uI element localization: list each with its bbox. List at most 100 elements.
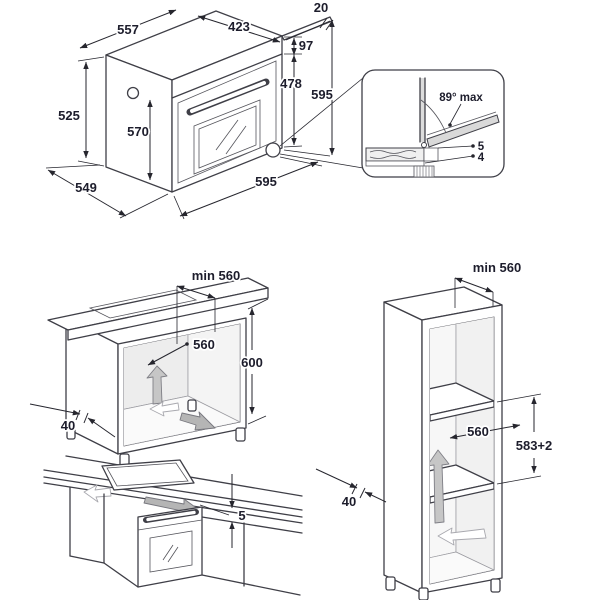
oven-front-face (171, 35, 283, 193)
dim-line-40 (364, 491, 387, 503)
under-counter-line (201, 516, 303, 534)
gap4-dot (471, 154, 475, 158)
dim-560-dot (185, 342, 189, 346)
dim-niche-width: 560 (467, 424, 489, 439)
hob-inner (106, 462, 189, 487)
glass-shine (225, 125, 247, 155)
dim-line-560 (147, 343, 188, 366)
opening-angle-arc (420, 99, 447, 134)
ext-525-top (77, 56, 105, 62)
cabinet-base-line (201, 574, 301, 596)
ext-595b (279, 156, 323, 167)
dim-line-40 (87, 417, 116, 438)
dim-trim-gap: 20 (314, 0, 328, 15)
control-panel-line (171, 53, 283, 99)
worktop-front-edge (43, 469, 303, 511)
airflow-curve-arrow (437, 527, 487, 546)
dim-line-423 (197, 15, 281, 43)
worktop-thickness-line (43, 476, 303, 518)
ext-549 (119, 193, 169, 219)
wood-grain (369, 150, 417, 154)
wood-grain (369, 155, 417, 159)
open-door-face-line (426, 111, 497, 136)
dim-line-min560 (454, 277, 494, 293)
glass-shine (215, 119, 239, 151)
cabinet-base-line (69, 555, 105, 564)
gap5-dot (471, 144, 475, 148)
glass-shine (162, 544, 174, 561)
cabinet-panel-section (413, 165, 435, 178)
dim-line-min560 (176, 285, 216, 299)
dim-panel-height: 97 (299, 38, 313, 53)
dim-niche-height: 600 (241, 355, 263, 370)
worktop-gap-view: 5 (43, 455, 303, 596)
dim-line-549 (47, 169, 127, 217)
control-panel-line (137, 519, 203, 531)
worktop-section (365, 147, 425, 162)
tick-40 (359, 487, 366, 499)
ext-583-top (496, 393, 542, 403)
ext-600-bottom (247, 415, 267, 425)
worktop-front-edge (67, 287, 269, 341)
gap-leader (199, 504, 230, 516)
door-hinge-point (265, 142, 281, 158)
interior-floor (124, 395, 240, 446)
dim-line-595-bottom (179, 161, 319, 217)
panel-hatch (416, 166, 433, 177)
callout-leader (279, 153, 364, 169)
oven-door-outline (177, 60, 277, 184)
worktop-edge-strip (365, 160, 425, 167)
dim-gap-top: 5 (478, 141, 485, 153)
gap4-leader (424, 155, 474, 164)
dim-side-front-height: 570 (127, 124, 149, 139)
cabinet-base-line (103, 562, 139, 588)
door-window (149, 530, 193, 573)
hinge-pivot (421, 142, 427, 148)
dim-door-height: 478 (280, 76, 302, 91)
base-cabinet-view: min 560 560 600 40 (29, 266, 269, 468)
gap5-leader (437, 145, 474, 149)
dim-line-40 (315, 468, 358, 489)
dim-side-height: 525 (58, 108, 80, 123)
tall-interior (430, 317, 494, 584)
oven-isometric-view: 557 423 20 97 478 595 525 570 549 595 (45, 0, 364, 220)
glass-shine (167, 546, 179, 563)
dim-top-width: 557 (117, 22, 139, 37)
dim-front-width: 595 (255, 174, 277, 189)
dim-top-depth: 423 (228, 19, 250, 34)
oven-top-trim (281, 16, 333, 41)
tick-40 (83, 412, 89, 424)
dim-bottom-depth: 549 (75, 180, 97, 195)
ext-600-top (247, 298, 269, 310)
tick-40 (75, 409, 81, 421)
airflow-up-arrow (146, 365, 168, 405)
tick-20 (319, 17, 328, 29)
dim-gap-bottom: 4 (478, 152, 485, 164)
oven-handle-inner (190, 81, 266, 113)
oven-front (137, 506, 203, 588)
ext-549 (45, 164, 101, 169)
dim-rear-gap: 40 (342, 494, 356, 509)
oven-handle-inner (146, 510, 196, 522)
dim-line-560 (449, 423, 521, 440)
tall-side-face (383, 301, 423, 594)
angle-leader-dot (448, 123, 452, 127)
tall-cabinet-view: min 560 560 583+2 40 (315, 258, 554, 600)
dim-total-height: 595 (311, 87, 333, 102)
ext-583-bottom (496, 475, 542, 485)
furniture-door-section (420, 78, 425, 142)
door-window (193, 99, 261, 175)
dim-niche-width: 560 (193, 337, 215, 352)
dim-worktop-gap: 5 (238, 508, 245, 523)
airflow-ghost-arrow (149, 401, 180, 417)
shelf-edge (430, 482, 494, 504)
door-opening-detail: 89° max 5 4 (361, 69, 505, 178)
tick-40 (351, 483, 358, 495)
ext-595-bottom (283, 149, 331, 157)
door-window-inner (198, 105, 257, 169)
side-mounting-hole (126, 86, 140, 100)
angle-leader (449, 103, 462, 125)
cabinet-feet (66, 399, 246, 468)
